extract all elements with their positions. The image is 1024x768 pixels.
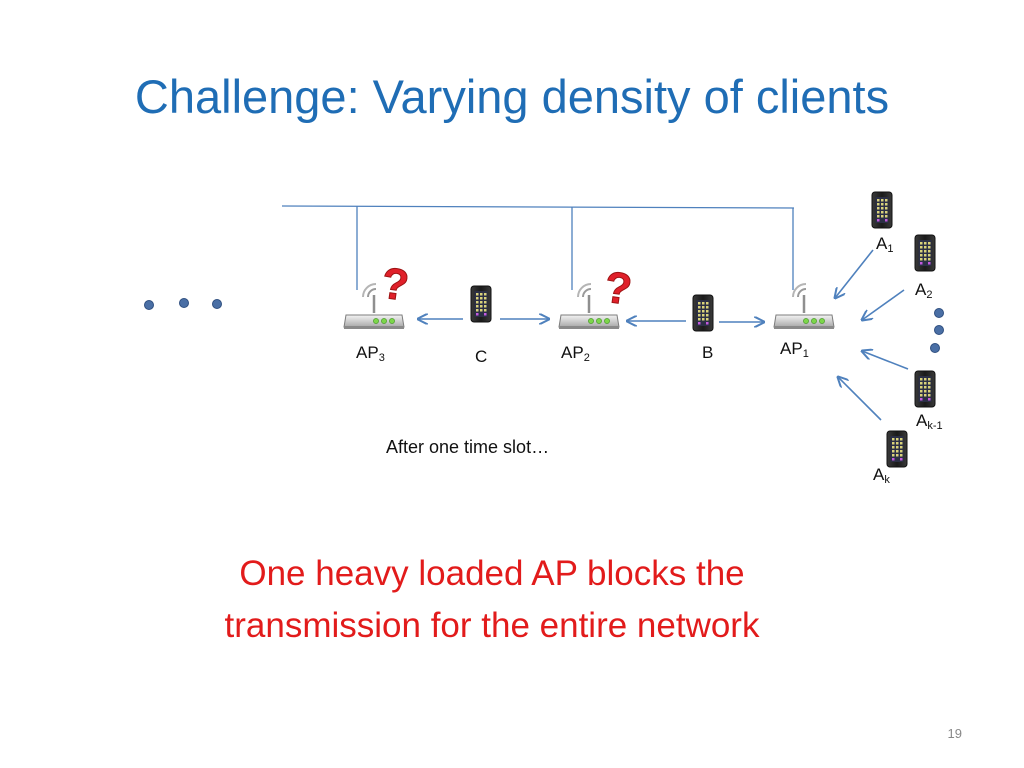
ellipsis-dot: [934, 325, 944, 335]
client-a2-label: A2: [915, 280, 933, 301]
backhaul-bus-line: [281, 205, 795, 209]
smartphone-icon: [692, 294, 714, 332]
smartphone-icon: [470, 285, 492, 323]
ellipsis-dot: [144, 300, 154, 310]
wired-backhaul: [281, 205, 795, 290]
slide-number: 19: [947, 726, 962, 741]
client-c-label: C: [475, 347, 488, 366]
slide-title: Challenge: Varying density of clients: [134, 70, 890, 123]
ellipsis-dot: [179, 298, 189, 308]
ellipsis-dot: [930, 343, 940, 353]
smartphone-icon: [914, 234, 936, 272]
arrow-ak1-to-ap1: [862, 351, 909, 370]
client-b-label: B: [702, 343, 714, 362]
arrow-a2-to-ap1: [862, 289, 905, 320]
ellipsis-dot: [934, 308, 944, 318]
question-mark-icon: [377, 258, 413, 312]
ellipsis-dot: [212, 299, 222, 309]
conclusion-line-2: transmission for the entire network: [224, 606, 760, 645]
ap3-label: AP3: [356, 343, 385, 364]
conclusion-text: One heavy loaded AP blocks the transmiss…: [112, 548, 872, 652]
question-mark-icon: [600, 262, 636, 316]
smartphone-icon: [886, 430, 908, 468]
conclusion-line-1: One heavy loaded AP blocks the: [239, 554, 745, 593]
ap1-label: AP1: [780, 339, 809, 360]
client-a1-label: A1: [876, 234, 894, 255]
time-slot-caption: After one time slot…: [386, 437, 550, 457]
wifi-router-icon: [772, 282, 836, 331]
ap2-label: AP2: [561, 343, 590, 364]
smartphone-icon: [914, 370, 936, 408]
smartphone-icon: [871, 191, 893, 229]
client-ak-label: Ak: [873, 465, 890, 486]
client-ak-1-label: Ak-1: [916, 411, 943, 432]
arrow-ak-to-ap1: [838, 377, 882, 421]
arrow-a1-to-ap1: [835, 249, 874, 298]
